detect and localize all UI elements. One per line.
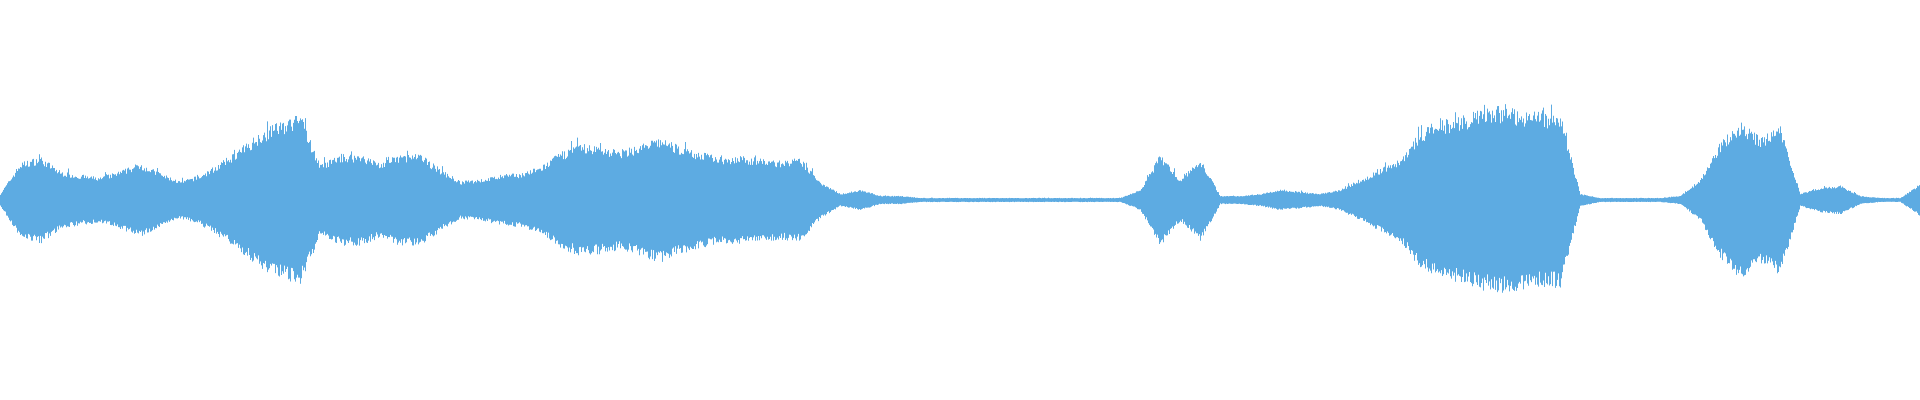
- waveform-bars: [0, 104, 1920, 293]
